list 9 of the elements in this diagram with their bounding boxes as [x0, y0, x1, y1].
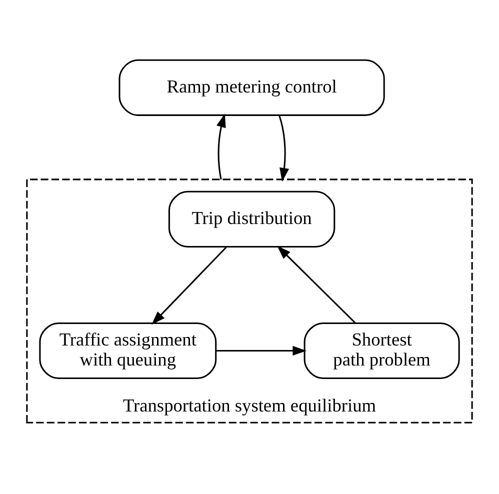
arrow: [152, 246, 227, 324]
node-box: Traffic assignment with queuing: [39, 322, 217, 379]
arrow: [278, 115, 290, 182]
arrow: [216, 345, 306, 356]
node-box: Shortest path problem: [304, 322, 460, 379]
arrow: [216, 113, 226, 180]
node-box: Trip distribution: [168, 190, 336, 247]
arrow: [277, 245, 356, 324]
node-box: Ramp metering control: [118, 58, 385, 116]
